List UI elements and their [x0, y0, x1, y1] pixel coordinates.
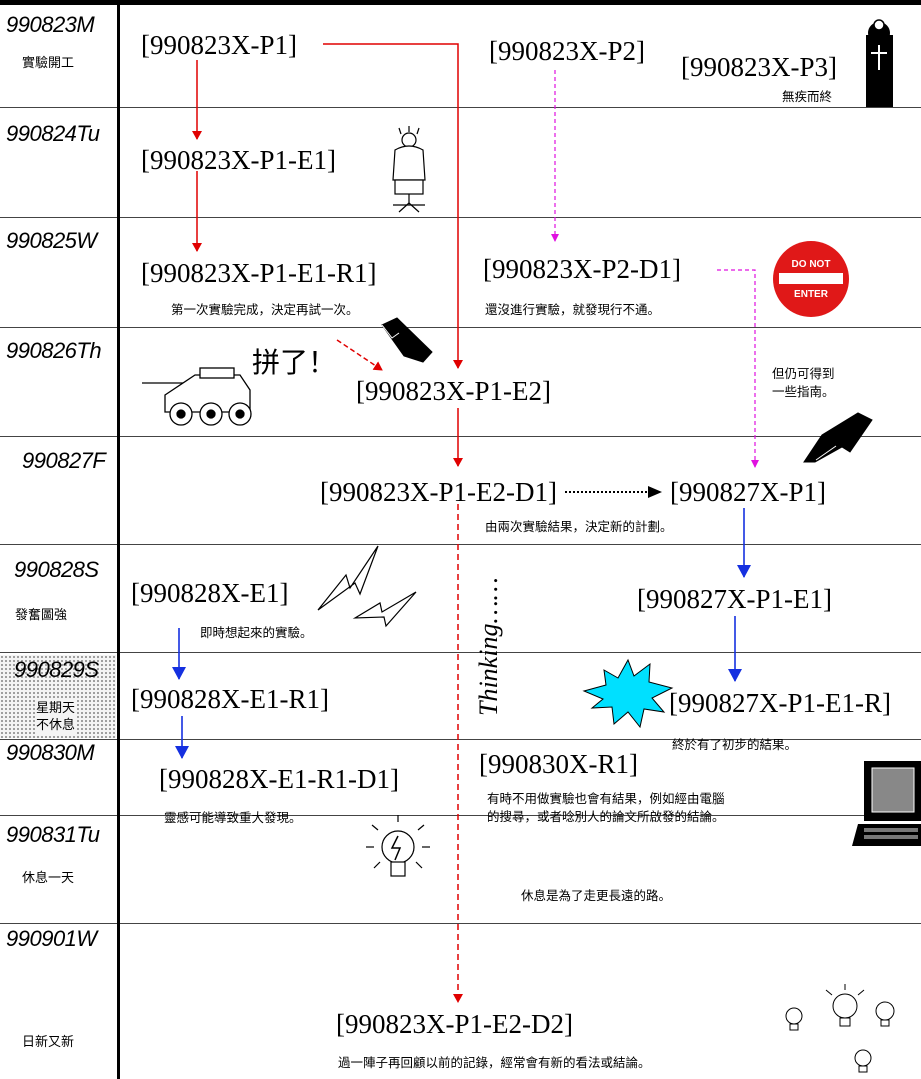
- node-p1-e2-d2: [990823X-P1-E2-D2]: [336, 1009, 573, 1039]
- row-divider: [0, 217, 921, 218]
- day-label: 990901W: [6, 926, 97, 951]
- lightning-icon: [317, 545, 417, 628]
- caption-r1: 第一次實驗完成，決定再試一次。: [171, 302, 359, 317]
- node-p1-e2: [990823X-P1-E2]: [356, 376, 551, 406]
- node-990827-p1-e1-r: [990827X-P1-E1-R]: [669, 688, 891, 718]
- pointing-hand-icon: [381, 317, 433, 363]
- node-990828-e1: [990828X-E1]: [131, 578, 289, 608]
- stop-sign-bottom: ENTER: [794, 289, 829, 300]
- caption-computer: 有時不用做實驗也會有結果，例如經由電腦 的搜尋，或者唸別人的論文所啟發的結論。: [487, 791, 725, 824]
- tombstone-icon: [866, 19, 893, 107]
- day-label: 990827F: [22, 448, 106, 473]
- lightbulb-icon: [785, 984, 895, 1073]
- shout-text: 拼了！: [252, 346, 337, 379]
- node-990827-p1: [990827X-P1]: [670, 477, 826, 507]
- arrow-shout: [336, 339, 383, 371]
- day-note: 實驗開工: [22, 56, 75, 71]
- caption-review: 過一陣子再回顧以前的記錄，經常會有新的看法或結論。: [338, 1055, 651, 1070]
- lightbulb-icon: [366, 815, 430, 877]
- day-label: 990828S: [14, 557, 99, 582]
- row-divider: [0, 815, 921, 816]
- node-p3: [990823X-P3]: [681, 52, 837, 82]
- arrow-d1-827p1: [717, 269, 759, 468]
- node-990830-r1: [990830X-R1]: [479, 749, 638, 779]
- node-p1-e2-d1: [990823X-P1-E2-D1]: [320, 477, 557, 507]
- stop-sign-top: DO NOT: [792, 259, 831, 270]
- day-label: 990830M: [6, 740, 95, 765]
- caption-guidance: 但仍可得到 一些指南。: [772, 366, 835, 399]
- day-note: 休息一天: [22, 871, 75, 886]
- caption-result: 終於有了初步的結果。: [672, 737, 798, 752]
- starburst-icon: [582, 658, 674, 729]
- magenta-arrows: [551, 70, 759, 468]
- node-p2: [990823X-P2]: [489, 36, 645, 66]
- caption-d1: 還沒進行實驗，就發現行不通。: [485, 302, 661, 317]
- pointing-hand-icon: [803, 412, 873, 463]
- caption-inspiration: 靈感可能導致重大發現。: [164, 810, 302, 825]
- stop-sign-icon: DO NOT ENTER: [773, 241, 849, 317]
- day-note: 星期天 不休息: [36, 700, 76, 734]
- day-label: 990825W: [6, 228, 97, 253]
- node-p2-d1: [990823X-P2-D1]: [483, 254, 681, 284]
- day-note: 日新又新: [22, 1035, 75, 1050]
- date-column-divider: [117, 0, 120, 1079]
- row-divider: [0, 544, 921, 545]
- node-p1-e1: [990823X-P1-E1]: [141, 145, 336, 175]
- day-note: 發奮圖強: [15, 608, 68, 623]
- row-divider: [0, 739, 921, 740]
- node-990828-e1-r1-d1: [990828X-E1-R1-D1]: [159, 764, 399, 794]
- node-990828-e1-r1: [990828X-E1-R1]: [131, 684, 329, 714]
- top-border: [0, 0, 921, 5]
- day-label: 990829S: [14, 657, 99, 682]
- node-990827-p1-e1: [990827X-P1-E1]: [637, 584, 832, 614]
- row-divider: [0, 923, 921, 924]
- caption-p3: 無疾而終: [782, 89, 833, 104]
- day-label: 990823M: [6, 12, 95, 37]
- caption-decision: 由兩次實驗結果，決定新的計劃。: [485, 519, 673, 534]
- red-arrows: [192, 43, 463, 1003]
- day-label: 990831Tu: [6, 822, 100, 847]
- row-divider: [0, 436, 921, 437]
- thinker-chair-icon: [392, 126, 426, 213]
- day-label: 990826Th: [6, 338, 102, 363]
- armored-car-icon: [142, 367, 252, 426]
- node-p1: [990823X-P1]: [141, 30, 297, 60]
- day-label: 990824Tu: [6, 121, 100, 146]
- computer-icon: [852, 761, 921, 846]
- row-divider: [0, 107, 921, 108]
- row-divider: [0, 327, 921, 328]
- blue-arrows: [172, 508, 751, 759]
- caption-rest: 休息是為了走更長遠的路。: [521, 888, 672, 903]
- arrow-p1-e2: [323, 43, 463, 369]
- caption-spontaneous: 即時想起來的實驗。: [200, 625, 313, 640]
- row-divider: [0, 652, 921, 653]
- node-p1-e1-r1: [990823X-P1-E1-R1]: [141, 258, 377, 288]
